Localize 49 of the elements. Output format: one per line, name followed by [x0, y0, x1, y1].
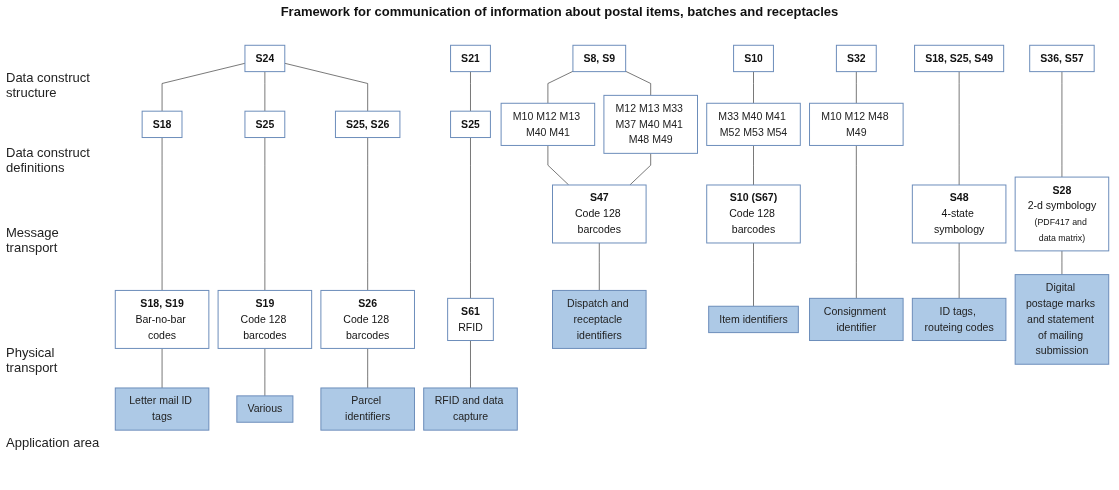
row-heading: Data construct structure [6, 70, 91, 100]
connector [470, 340, 471, 389]
node-box: S10 (S67) Code 128 barcodes [706, 184, 801, 244]
node-box: Digital postage marks and statement of mailing submission [1014, 274, 1110, 365]
node-box: S18 [141, 110, 183, 139]
node-box: S21 [450, 44, 491, 73]
node-box: Dispatch and receptacle identifiers [552, 289, 647, 349]
diagram-title: Framework for communication of information about postal items, batches and receptacles [279, 4, 840, 19]
connector [547, 145, 570, 186]
node-box: Parcel identifiers [320, 387, 415, 431]
node-box: Item identifiers [708, 305, 799, 334]
connector [284, 63, 368, 112]
node-box: S61 RFID [447, 297, 494, 341]
row-heading: Application area [6, 435, 100, 450]
connector [161, 63, 246, 112]
node-box: S26 Code 128 barcodes [320, 289, 415, 349]
node-box: S25, S26 [334, 110, 401, 139]
node-box: S25 [450, 110, 491, 139]
connector [753, 242, 754, 307]
connector [625, 70, 652, 96]
node-box: S28 2-d symbology (PDF417 and data matrix) [1014, 176, 1110, 252]
node-box: M10 M12 M13 M40 M41 [500, 102, 596, 146]
node-box: S19 Code 128 barcodes [217, 289, 313, 349]
node-box: S18, S25, S49 [914, 44, 1005, 73]
node-box: Consignment identifier [809, 297, 904, 341]
node-box: S10 [733, 44, 774, 73]
node-box: S24 [244, 44, 286, 73]
connector [753, 71, 754, 104]
connector [470, 71, 471, 112]
node-box: M12 M13 M33 M37 M40 M41 M48 M49 [603, 94, 698, 154]
node-box: M10 M12 M48 M49 [809, 102, 904, 146]
node-box: S47 Code 128 barcodes [552, 184, 647, 244]
row-heading: Data construct definitions [6, 145, 91, 175]
node-box: S18, S19 Bar-no-bar codes [114, 289, 210, 349]
connector [470, 137, 471, 299]
node-box: S32 [835, 44, 877, 73]
node-box: Letter mail ID tags [114, 387, 210, 431]
node-box: M33 M40 M41 M52 M53 M54 [706, 102, 801, 146]
node-box: RFID and data capture [423, 387, 518, 431]
node-box: ID tags, routeing codes [911, 297, 1007, 341]
node-box: S8, S9 [572, 44, 627, 73]
connector [753, 145, 754, 186]
node-box: Various [236, 395, 294, 423]
node-box: S25 [244, 110, 286, 139]
connector [629, 153, 652, 186]
row-heading: Message transport [6, 225, 60, 255]
row-heading: Physical transport [6, 345, 59, 375]
node-box: S36, S57 [1029, 44, 1095, 73]
node-box: S48 4-state symbology [911, 184, 1007, 244]
